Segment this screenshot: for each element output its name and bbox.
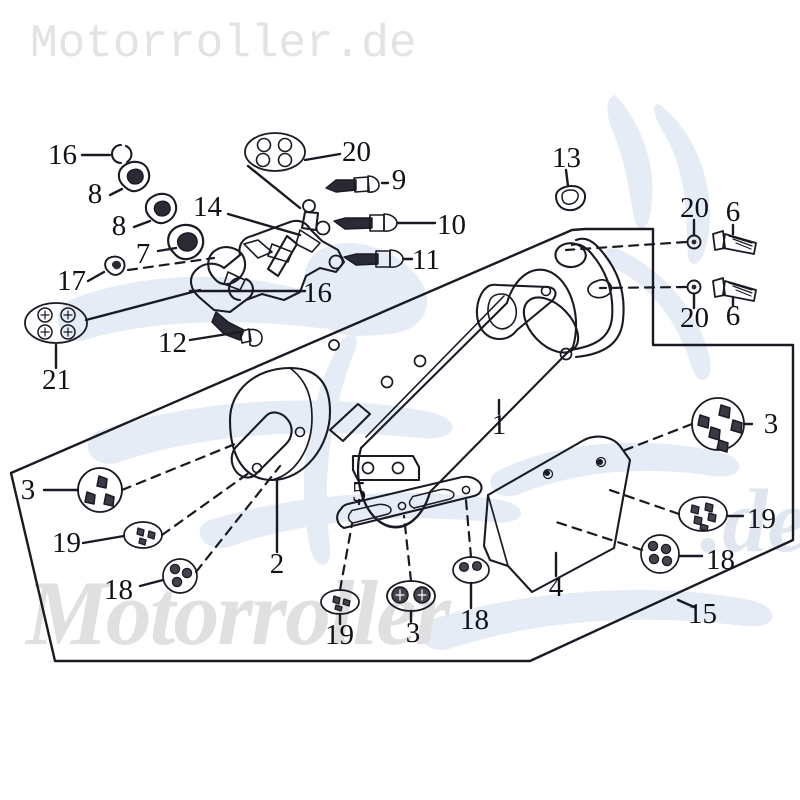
spacer-group-19-center-path [320,589,360,615]
bolt-group-3-left-path [77,467,123,513]
washer-group-20-path [244,132,306,172]
callout-label-17[interactable]: 17 [57,265,86,297]
callout-label-3[interactable]: 3 [405,617,421,649]
mounting-bracket-strap-path [336,475,483,530]
callout-label-6[interactable]: 6 [725,300,741,332]
nut-small-lower-path [144,192,178,225]
callout-label-20[interactable]: 20 [680,192,709,224]
washer-group-18-right-path [640,534,680,574]
callout-label-12[interactable]: 12 [158,327,187,359]
muffler-end-cap-path [228,366,332,482]
callout-label-6[interactable]: 6 [725,196,741,228]
callout-label-8[interactable]: 8 [87,178,103,210]
callout-label-16[interactable]: 16 [48,139,77,171]
callout-label-2[interactable]: 2 [269,548,285,580]
callout-label-18[interactable]: 18 [104,574,133,606]
washer-group-18-center-path [452,556,490,584]
washer-single-lower-path [686,279,702,295]
spacer-group-19-right-path [678,496,728,532]
retaining-clip-lower-path [228,276,254,302]
stud-bolt-11-path [343,249,404,268]
gasket-ring-path [555,185,587,212]
stud-bolt-9-path [325,175,380,193]
callout-label-16[interactable]: 16 [303,277,332,309]
header-pipe-path [554,237,625,359]
callout-label-13[interactable]: 13 [552,142,581,174]
callout-label-7[interactable]: 7 [135,238,151,270]
watermark-top-text: Motorroller.de [30,18,417,70]
callout-label-19[interactable]: 19 [325,619,354,651]
taper-bolt-path [211,311,263,347]
callout-label-11[interactable]: 11 [412,244,440,276]
callout-label-15[interactable]: 15 [688,598,717,630]
washer-group-18-left-path [162,558,198,594]
retaining-clip-upper-path [110,143,133,165]
callout-label-3[interactable]: 3 [763,408,779,440]
assembly-frame-outline-path [9,227,795,663]
callout-label-20[interactable]: 20 [680,302,709,334]
bolt-group-3-right-path [691,397,745,453]
nut-large-path [167,223,205,261]
callout-label-19[interactable]: 19 [52,527,81,559]
hex-flange-bolt-lower-path [712,277,757,302]
nut-small-upper-path [117,160,151,193]
washer-single-upper-path [686,234,702,250]
watermark-right-text: .de [700,472,800,571]
exploded-assembly-dashed-lines [120,240,694,592]
screw-group-21-path [24,302,88,344]
callout-label-5[interactable]: 5 [351,476,367,508]
manifold-bracket-path [190,199,346,314]
callout-label-4[interactable]: 4 [548,571,564,603]
callout-label-10[interactable]: 10 [437,209,466,241]
callout-label-21[interactable]: 21 [42,364,71,396]
spacer-group-19-left-path [123,521,163,549]
callout-label-9[interactable]: 9 [391,164,407,196]
callout-label-14[interactable]: 14 [193,191,222,223]
callout-label-8[interactable]: 8 [111,210,127,242]
watermark-bottom-text: Motorroller [26,562,451,664]
callout-label-3[interactable]: 3 [20,474,36,506]
muffler-body-path [328,268,580,529]
bolt-group-3-center-path [386,580,436,612]
callout-label-18[interactable]: 18 [460,604,489,636]
callout-leader-lines [42,152,754,626]
callout-label-19[interactable]: 19 [747,503,776,535]
callout-label-18[interactable]: 18 [706,544,735,576]
stud-bolt-10-path [333,213,398,232]
hex-flange-bolt-upper-path [712,230,757,255]
heat-shield-path [482,435,632,594]
callout-label-20[interactable]: 20 [342,136,371,168]
cap-nut-path [104,255,126,276]
callout-label-1[interactable]: 1 [491,409,507,441]
